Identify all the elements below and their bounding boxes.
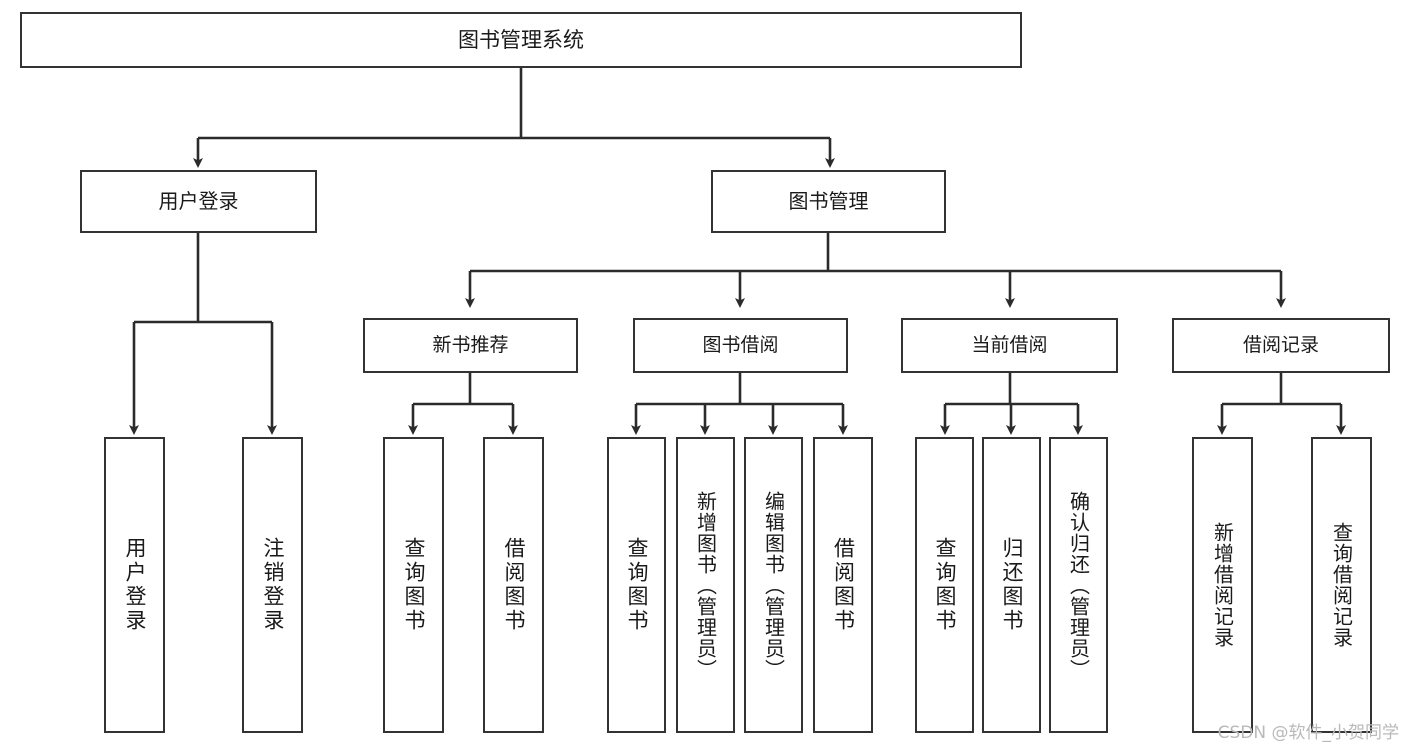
- node-leaf-add-record[interactable]: 新增借阅记录: [1192, 437, 1253, 733]
- node-current-borrow-label: 当前借阅: [971, 333, 1048, 356]
- node-root-label: 图书管理系统: [458, 27, 584, 52]
- node-book-manage-label: 图书管理: [788, 189, 869, 213]
- node-new-book-recommend[interactable]: 新书推荐: [363, 318, 578, 373]
- node-leaf-add-book[interactable]: 新增图书（管理员）: [676, 437, 735, 733]
- node-leaf-borrow-book-2[interactable]: 借阅图书: [813, 437, 873, 733]
- node-book-borrow[interactable]: 图书借阅: [633, 318, 848, 373]
- node-borrow-record-label: 借阅记录: [1242, 333, 1319, 356]
- node-leaf-query-book-2-label: 查询图书: [625, 537, 649, 633]
- node-leaf-return-book-label: 归还图书: [1000, 537, 1024, 633]
- node-book-borrow-label: 图书借阅: [702, 333, 779, 356]
- node-leaf-user-login-label: 用户登录: [123, 537, 147, 633]
- node-leaf-borrow-book-1[interactable]: 借阅图书: [483, 437, 544, 733]
- node-leaf-query-record-label: 查询借阅记录: [1329, 522, 1354, 648]
- node-leaf-user-login[interactable]: 用户登录: [104, 437, 165, 733]
- node-leaf-query-book-2[interactable]: 查询图书: [607, 437, 666, 733]
- node-book-manage[interactable]: 图书管理: [711, 170, 946, 233]
- node-leaf-add-record-label: 新增借阅记录: [1210, 522, 1235, 648]
- node-new-book-recommend-label: 新书推荐: [432, 333, 509, 356]
- node-user-login-label: 用户登录: [158, 189, 239, 213]
- node-root[interactable]: 图书管理系统: [20, 12, 1022, 68]
- node-leaf-confirm-return-label: 确认归还（管理员）: [1066, 490, 1091, 680]
- node-user-login[interactable]: 用户登录: [80, 170, 317, 233]
- node-leaf-logout-label: 注销登录: [261, 537, 285, 633]
- node-leaf-query-book-3[interactable]: 查询图书: [915, 437, 974, 733]
- node-leaf-return-book[interactable]: 归还图书: [982, 437, 1041, 733]
- node-borrow-record[interactable]: 借阅记录: [1172, 318, 1390, 373]
- node-leaf-edit-book-label: 编辑图书（管理员）: [761, 490, 786, 680]
- node-current-borrow[interactable]: 当前借阅: [901, 318, 1118, 373]
- node-leaf-edit-book[interactable]: 编辑图书（管理员）: [744, 437, 803, 733]
- node-leaf-add-book-label: 新增图书（管理员）: [693, 490, 718, 680]
- node-leaf-confirm-return[interactable]: 确认归还（管理员）: [1049, 437, 1108, 733]
- node-leaf-query-record[interactable]: 查询借阅记录: [1311, 437, 1372, 733]
- node-leaf-query-book-1[interactable]: 查询图书: [383, 437, 444, 733]
- node-leaf-query-book-3-label: 查询图书: [933, 537, 957, 633]
- node-leaf-logout[interactable]: 注销登录: [242, 437, 303, 733]
- node-leaf-borrow-book-1-label: 借阅图书: [502, 537, 526, 633]
- node-leaf-query-book-1-label: 查询图书: [402, 537, 426, 633]
- watermark-text: CSDN @软件_小贺同学: [1217, 723, 1399, 743]
- node-leaf-borrow-book-2-label: 借阅图书: [831, 537, 856, 633]
